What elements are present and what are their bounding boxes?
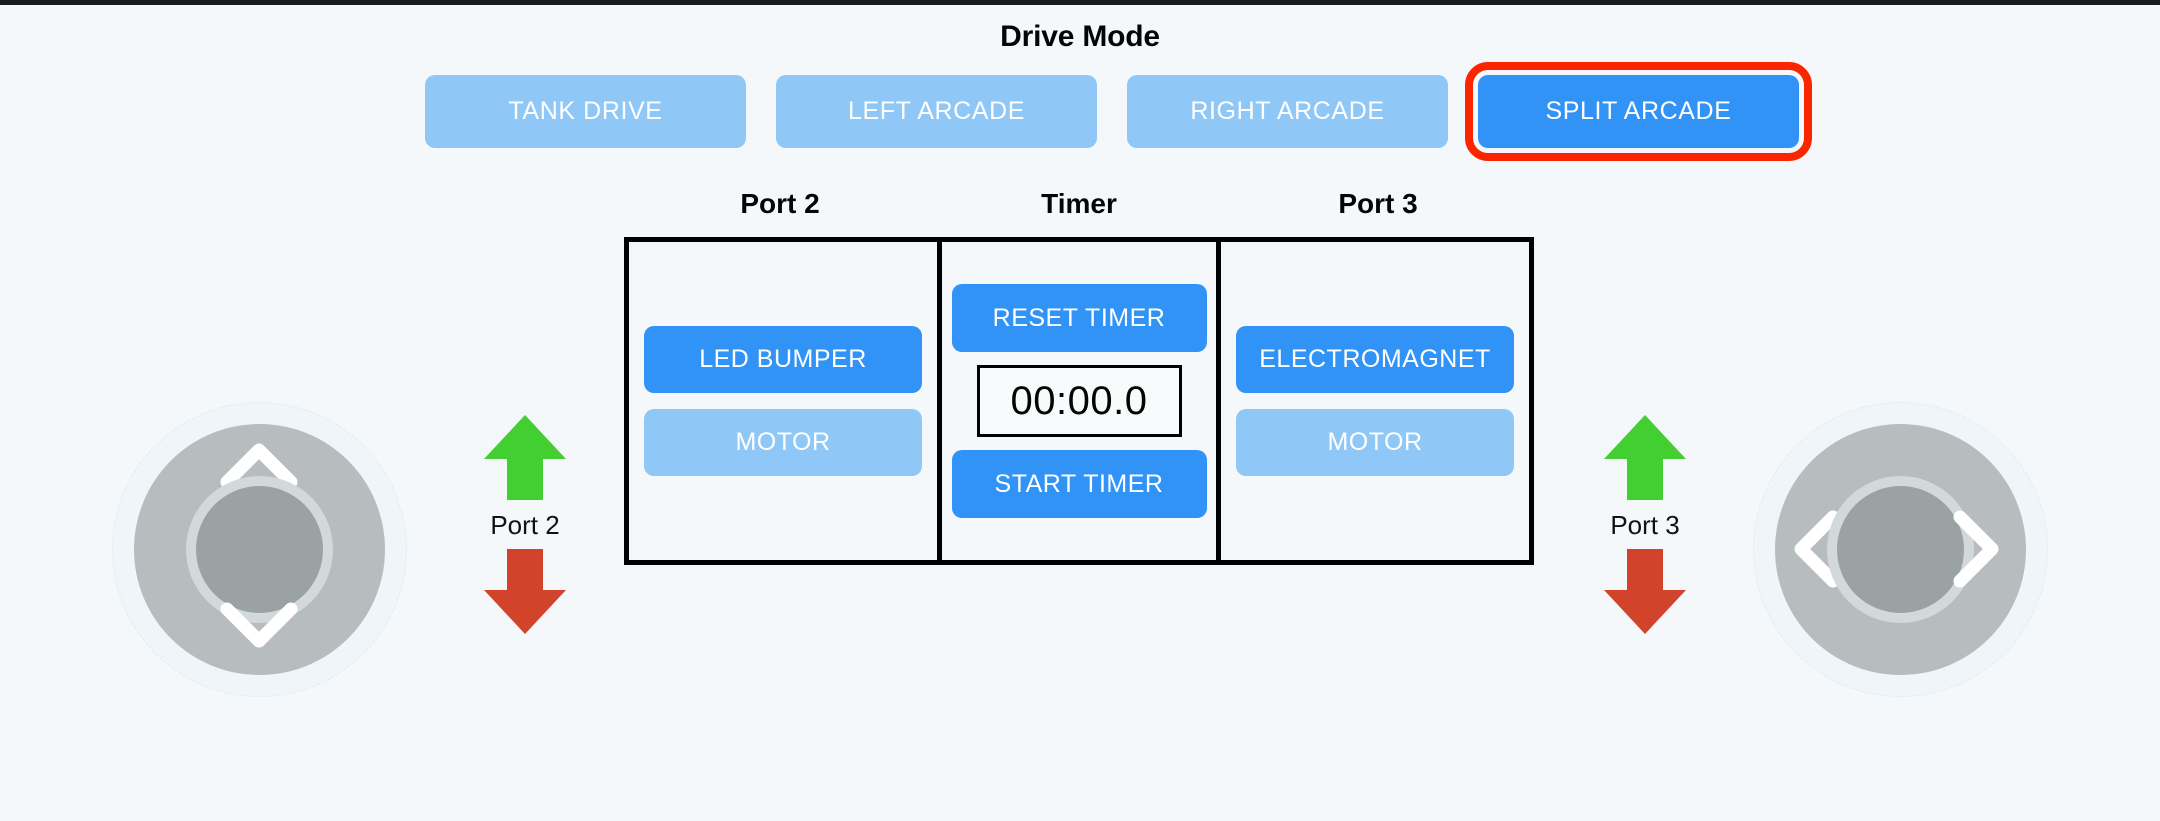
chevron-left-icon[interactable] bbox=[1793, 509, 1841, 589]
chevron-up-icon[interactable] bbox=[219, 442, 299, 490]
chevron-right-icon[interactable] bbox=[1952, 509, 2000, 589]
port3-arrow-control: Port 3 bbox=[1565, 415, 1725, 634]
page-title: Drive Mode bbox=[1000, 20, 1160, 53]
timer-display: 00:00.0 bbox=[976, 365, 1182, 437]
console-label-port3: Port 3 bbox=[1338, 188, 1418, 219]
arrow-up-icon[interactable] bbox=[484, 415, 566, 500]
drive-mode-right-arcade[interactable]: RIGHT ARCADE bbox=[1127, 75, 1448, 148]
left-joystick[interactable] bbox=[112, 402, 407, 697]
right-joystick-knob[interactable] bbox=[1837, 486, 1964, 613]
drive-mode-tank-drive[interactable]: TANK DRIVE bbox=[425, 75, 746, 148]
right-joystick[interactable] bbox=[1753, 402, 2048, 697]
electromagnet-button[interactable]: ELECTROMAGNET bbox=[1236, 326, 1514, 393]
port2-arrow-control: Port 2 bbox=[445, 415, 605, 634]
port3-arrow-label: Port 3 bbox=[1610, 510, 1680, 540]
timer-column: RESET TIMER 00:00.0 START TIMER bbox=[937, 242, 1221, 560]
reset-timer-button[interactable]: RESET TIMER bbox=[951, 284, 1207, 352]
top-bar bbox=[0, 0, 2160, 5]
chevron-down-icon[interactable] bbox=[219, 601, 299, 649]
led-bumper-button[interactable]: LED BUMPER bbox=[644, 326, 922, 393]
arrow-down-icon[interactable] bbox=[484, 549, 566, 634]
port2-arrow-label: Port 2 bbox=[490, 510, 560, 540]
drive-mode-left-arcade[interactable]: LEFT ARCADE bbox=[776, 75, 1097, 148]
port2-column: LED BUMPER MOTOR bbox=[629, 242, 937, 560]
arrow-down-icon[interactable] bbox=[1604, 549, 1686, 634]
port3-column: ELECTROMAGNET MOTOR bbox=[1221, 242, 1529, 560]
console-label-timer: Timer bbox=[1041, 188, 1117, 219]
console-header-labels: Port 2 Timer Port 3 bbox=[624, 188, 1534, 220]
port2-motor-button[interactable]: MOTOR bbox=[644, 409, 922, 476]
start-timer-button[interactable]: START TIMER bbox=[951, 450, 1207, 518]
console-label-port2: Port 2 bbox=[740, 188, 820, 219]
drive-mode-button-group: TANK DRIVE LEFT ARCADE RIGHT ARCADE SPLI… bbox=[425, 62, 1812, 161]
port3-motor-button[interactable]: MOTOR bbox=[1236, 409, 1514, 476]
console-panel: LED BUMPER MOTOR RESET TIMER 00:00.0 STA… bbox=[624, 237, 1534, 565]
left-joystick-knob[interactable] bbox=[196, 486, 323, 613]
drive-mode-split-arcade[interactable]: SPLIT ARCADE bbox=[1465, 62, 1812, 161]
arrow-up-icon[interactable] bbox=[1604, 415, 1686, 500]
